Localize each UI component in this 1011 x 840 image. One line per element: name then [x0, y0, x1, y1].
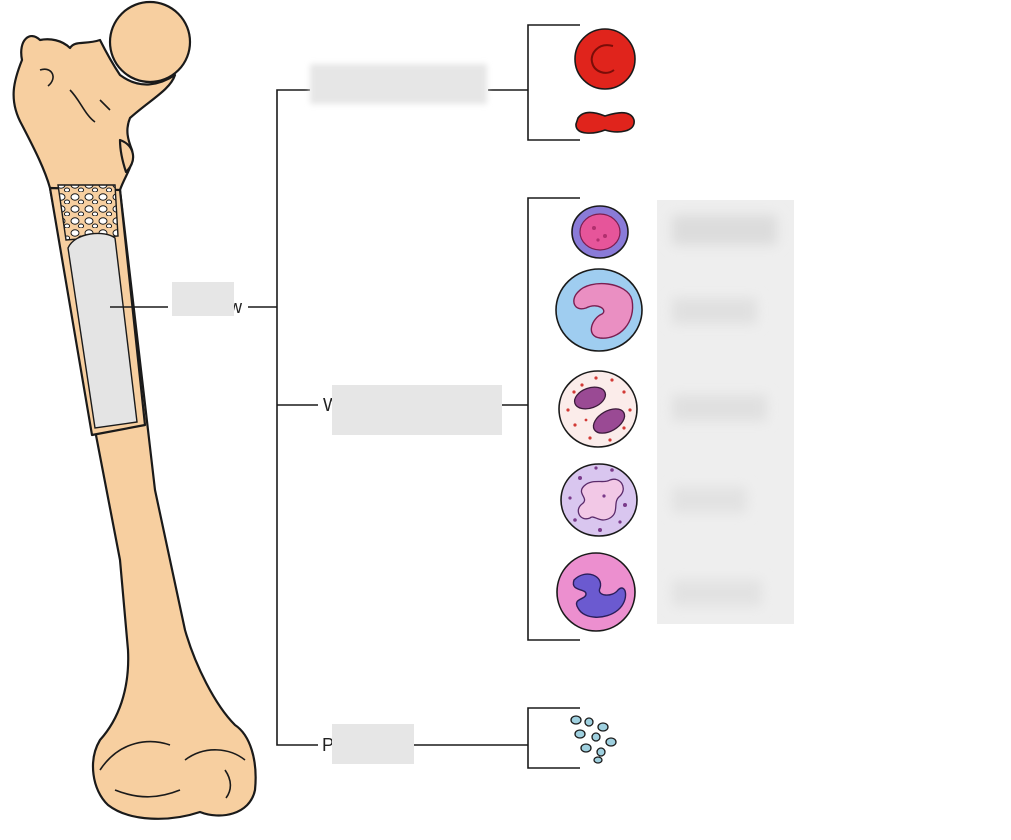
spongy-bone — [58, 185, 118, 240]
femur-bone — [14, 2, 256, 819]
label-white-cells: W — [323, 385, 502, 435]
basophil-cell — [561, 464, 637, 536]
label-lymphocyte-blur — [672, 215, 777, 245]
label-basophil-blur — [672, 487, 747, 513]
label-marrow-mask — [172, 282, 234, 316]
label-monocyte-blur — [672, 298, 757, 324]
lymphocyte-cell — [572, 206, 628, 258]
red-blood-cell-side — [576, 112, 634, 133]
label-red-cells — [310, 64, 487, 104]
red-blood-cell-top — [575, 29, 635, 89]
white-cell-type-labels — [657, 200, 794, 624]
eosinophil-cell — [559, 371, 637, 447]
neutrophil-cell — [557, 553, 635, 631]
label-eosinophil-blur — [672, 395, 767, 421]
label-platelets-mask — [332, 724, 414, 764]
label-marrow: w — [172, 282, 243, 317]
label-platelets: P — [322, 724, 414, 764]
label-red-cells-mask — [310, 64, 487, 104]
monocyte-cell — [556, 269, 642, 351]
label-white-cells-mask — [332, 385, 502, 435]
platelets-cluster — [571, 716, 616, 763]
label-neutrophil-blur — [672, 580, 762, 606]
femoral-head — [110, 2, 190, 82]
